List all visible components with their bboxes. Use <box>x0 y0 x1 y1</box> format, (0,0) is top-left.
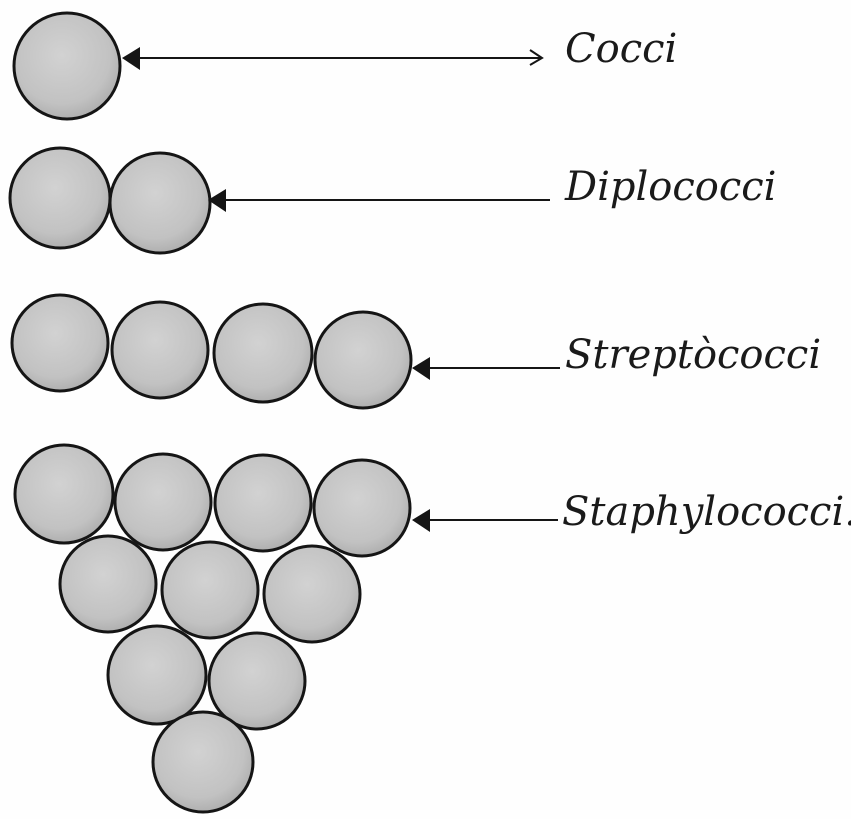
staphylococcus-cell <box>60 536 156 632</box>
staphylococci-group: Staphylococci. <box>15 445 851 812</box>
diplococcus-cell <box>10 148 110 248</box>
staphylococcus-cell <box>314 460 410 556</box>
streptococcus-cell <box>112 302 208 398</box>
staphylococcus-cell <box>115 454 211 550</box>
cocci-arrowhead <box>122 47 140 70</box>
staphylococcus-cell <box>153 712 253 812</box>
streptococcus-cell <box>315 312 411 408</box>
label-diplococci: Diplococci <box>564 164 776 210</box>
streptococcus-cell <box>214 304 312 402</box>
staphylococcus-cell <box>215 455 311 551</box>
label-streptococci: Streptòcocci <box>565 332 821 378</box>
streptococci-group: Streptòcocci <box>12 295 821 408</box>
cocci-group: Cocci <box>14 13 677 119</box>
streptococcus-cell <box>12 295 108 391</box>
diplococci-group: Diplococci <box>10 148 776 253</box>
streptococci-arrowhead <box>412 357 430 380</box>
staphylococcus-cell <box>15 445 113 543</box>
diplococcus-cell <box>110 153 210 253</box>
coccus-cell <box>14 13 120 119</box>
staphylococcus-cell <box>264 546 360 642</box>
staphylococcus-cell <box>209 633 305 729</box>
label-cocci: Cocci <box>565 26 677 72</box>
staphylococci-arrowhead <box>412 509 430 532</box>
staphylococcus-cell <box>108 626 206 724</box>
label-staphylococci: Staphylococci. <box>562 489 851 535</box>
staphylococcus-cell <box>162 542 258 638</box>
